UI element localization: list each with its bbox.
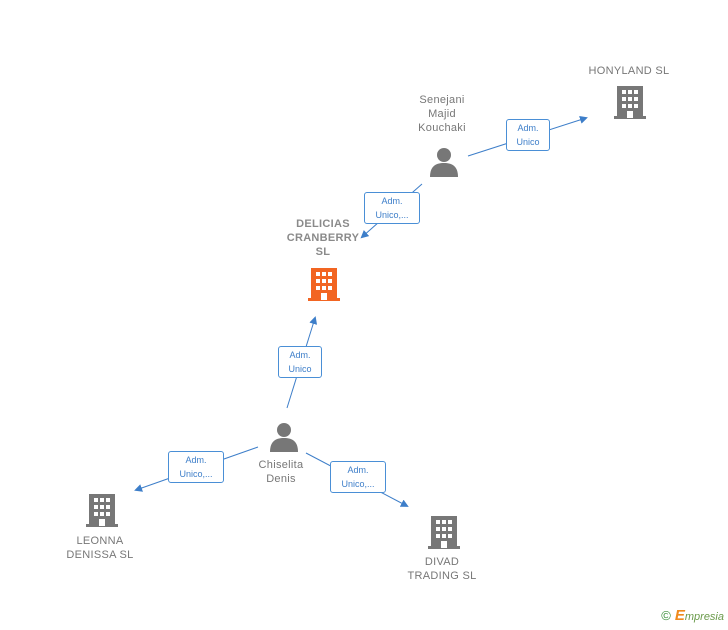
edge-label-chiselita-leonna[interactable]: Adm. Unico,... bbox=[168, 451, 224, 483]
edge-label-line: Adm. bbox=[381, 196, 403, 206]
person-icon[interactable] bbox=[268, 422, 300, 452]
node-label-delicias[interactable]: DELICIAS CRANBERRY SL bbox=[286, 218, 360, 258]
edge-label-chiselita-delicias[interactable]: Adm. Unico bbox=[278, 346, 322, 378]
brand-logo: Empresia bbox=[675, 607, 724, 624]
node-label-senejani[interactable]: Senejani Majid Kouchaki bbox=[418, 94, 466, 134]
edge-label-line: Adm. bbox=[185, 455, 207, 465]
node-label-leonna[interactable]: LEONNA DENISSA SL bbox=[66, 535, 134, 561]
edge-label-line: Unico,... bbox=[375, 210, 409, 220]
edge-label-line: Unico bbox=[288, 364, 312, 374]
edge-label-senejani-delicias[interactable]: Adm. Unico,... bbox=[364, 192, 420, 224]
building-icon[interactable] bbox=[614, 84, 646, 120]
edge-label-line: Unico,... bbox=[341, 479, 375, 489]
node-label-divad[interactable]: DIVAD TRADING SL bbox=[407, 556, 477, 582]
edge-label-line: Adm. bbox=[289, 350, 311, 360]
copyright-icon: © bbox=[661, 608, 671, 623]
node-label-honyland[interactable]: HONYLAND SL bbox=[588, 65, 670, 77]
footer-brand[interactable]: © Empresia bbox=[661, 607, 724, 624]
edge-label-chiselita-divad[interactable]: Adm. Unico,... bbox=[330, 461, 386, 493]
edge-label-line: Adm. bbox=[347, 465, 369, 475]
building-icon[interactable] bbox=[308, 266, 340, 302]
node-label-chiselita[interactable]: Chiselita Denis bbox=[258, 459, 304, 485]
building-icon[interactable] bbox=[428, 514, 460, 550]
person-icon[interactable] bbox=[428, 147, 460, 177]
brand-logo-initial: E bbox=[674, 607, 685, 624]
building-icon[interactable] bbox=[86, 492, 118, 528]
brand-logo-text: mpresia bbox=[684, 611, 724, 623]
edge-label-senejani-honyland[interactable]: Adm. Unico bbox=[506, 119, 550, 151]
edge-label-line: Adm. bbox=[517, 123, 539, 133]
edge-label-line: Unico,... bbox=[179, 469, 213, 479]
edge-label-line: Unico bbox=[516, 137, 540, 147]
